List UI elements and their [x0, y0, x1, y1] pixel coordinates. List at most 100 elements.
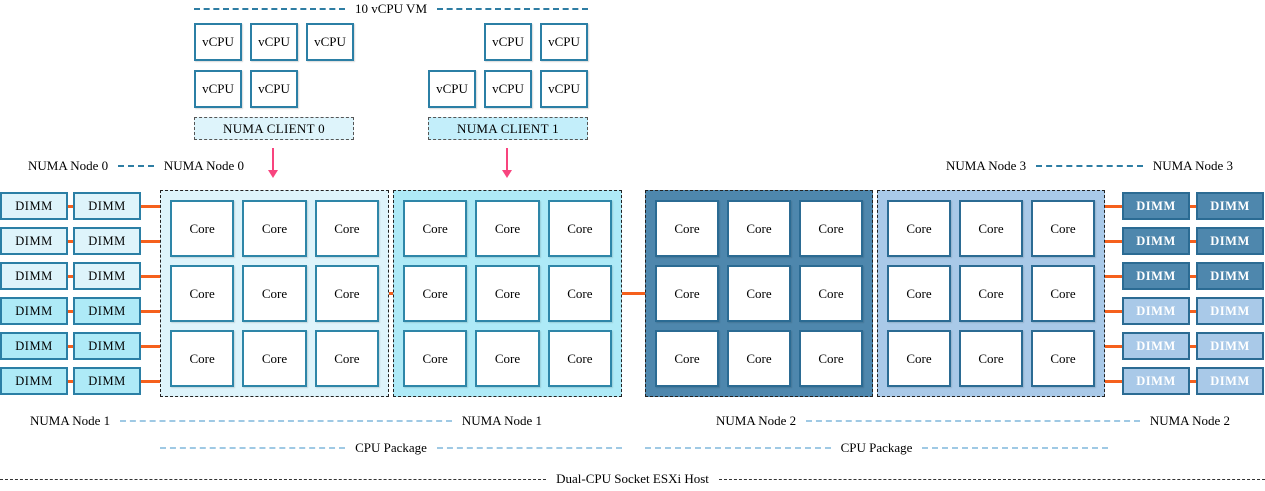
memory-channel-connector [1190, 379, 1196, 383]
numa-node-0-label: NUMA Node 0 [28, 158, 109, 173]
vcpu-box: vCPU [484, 23, 532, 61]
vcpu-box: vCPU [194, 70, 242, 108]
vcpu-box: vCPU [484, 70, 532, 108]
arrow-shaft [506, 148, 508, 170]
memory-channel-connector [68, 309, 73, 313]
numa-client-0-label: NUMA CLIENT 0 [194, 117, 354, 140]
dashed-line [806, 420, 1140, 422]
memory-channel-connector [1190, 309, 1196, 313]
memory-channel-connector [1105, 239, 1122, 243]
core-box: Core [170, 265, 235, 322]
cpu-package-left-footer: CPU Package [160, 440, 623, 456]
numa-node-1-label: NUMA Node 1 [30, 413, 111, 428]
memory-channel-connector [68, 344, 73, 348]
core-box: Core [242, 200, 307, 257]
numa-node-3-label: NUMA Node 3 [1152, 158, 1233, 173]
dimm-row: DIMM DIMM [0, 332, 161, 360]
core-box: Core [887, 200, 951, 257]
dashed-line [118, 165, 154, 167]
dimm-row: DIMM DIMM [0, 367, 161, 395]
dimm-module: DIMM [73, 367, 141, 395]
dimm-bank-right: DIMM DIMM DIMM DIMM DIMM DIMM DIMM DIMM … [1105, 192, 1264, 395]
core-box: Core [887, 330, 951, 387]
memory-channel-connector [141, 309, 161, 313]
dashed-line [718, 478, 1265, 480]
dashed-line [437, 8, 589, 10]
memory-channel-connector [141, 379, 161, 383]
cpu-package-label: CPU Package [355, 440, 427, 455]
vcpu-box: vCPU [250, 23, 298, 61]
memory-channel-connector [141, 344, 161, 348]
vm-header: 10 vCPU VM [194, 1, 589, 17]
placement-arrow-down-icon [502, 148, 512, 178]
core-box: Core [475, 330, 540, 387]
core-box: Core [959, 265, 1023, 322]
memory-channel-connector [68, 204, 73, 208]
core-box: Core [242, 330, 307, 387]
memory-channel-connector [1190, 239, 1196, 243]
dimm-module: DIMM [1196, 262, 1264, 290]
dashed-line [922, 447, 1109, 449]
dashed-line [160, 447, 346, 449]
dimm-module: DIMM [1122, 367, 1190, 395]
dimm-module: DIMM [1122, 192, 1190, 220]
dimm-module: DIMM [1196, 192, 1264, 220]
core-box: Core [547, 265, 612, 322]
memory-channel-connector [1190, 204, 1196, 208]
numa-node-3-core-group: Core Core Core Core Core Core Core Core … [877, 190, 1105, 397]
dimm-row: DIMM DIMM [1105, 192, 1264, 220]
dimm-module: DIMM [73, 332, 141, 360]
arrow-head [502, 170, 512, 178]
numa-node-1-label: NUMA Node 1 [461, 413, 542, 428]
memory-channel-connector [141, 239, 161, 243]
core-box: Core [655, 265, 719, 322]
dimm-row: DIMM DIMM [0, 227, 161, 255]
dimm-module: DIMM [73, 262, 141, 290]
core-box: Core [1031, 265, 1095, 322]
dimm-row: DIMM DIMM [1105, 227, 1264, 255]
core-box: Core [727, 330, 791, 387]
vcpu-box: vCPU [250, 70, 298, 108]
core-box: Core [799, 330, 863, 387]
core-box: Core [959, 200, 1023, 257]
vcpu-grid: vCPU vCPU vCPU vCPU vCPU [194, 23, 354, 108]
vcpu-box: vCPU [428, 70, 476, 108]
dashed-line [1036, 165, 1143, 167]
core-box: Core [170, 200, 235, 257]
numa-node-2-footer: NUMA Node 2 NUMA Node 2 [716, 413, 1230, 429]
numa-node-2-label: NUMA Node 2 [716, 413, 797, 428]
memory-channel-connector [141, 204, 161, 208]
dimm-row: DIMM DIMM [1105, 332, 1264, 360]
core-box: Core [403, 330, 468, 387]
esxi-host-label: Dual-CPU Socket ESXi Host [556, 471, 709, 486]
dimm-row: DIMM DIMM [1105, 297, 1264, 325]
dimm-module: DIMM [73, 297, 141, 325]
core-box: Core [547, 200, 612, 257]
placement-arrow-down-icon [268, 148, 278, 178]
numa-client-1-label: NUMA CLIENT 1 [428, 117, 588, 140]
dimm-module: DIMM [0, 227, 68, 255]
esxi-host-footer: Dual-CPU Socket ESXi Host [0, 471, 1265, 487]
dimm-module: DIMM [73, 192, 141, 220]
memory-channel-connector [141, 274, 161, 278]
intra-package-interconnect [389, 292, 393, 295]
cpu-package-label: CPU Package [840, 440, 913, 455]
memory-channel-connector [1190, 344, 1196, 348]
core-box: Core [1031, 330, 1095, 387]
core-box: Core [959, 330, 1023, 387]
numa-node-0-core-group: Core Core Core Core Core Core Core Core … [160, 190, 389, 397]
memory-channel-connector [1105, 274, 1122, 278]
core-box: Core [887, 265, 951, 322]
numa-client-0-group: vCPU vCPU vCPU vCPU vCPU NUMA CLIENT 0 [194, 23, 354, 140]
core-box: Core [1031, 200, 1095, 257]
dimm-row: DIMM DIMM [0, 192, 161, 220]
core-box: Core [403, 200, 468, 257]
core-box: Core [314, 200, 379, 257]
core-box: Core [799, 200, 863, 257]
memory-channel-connector [1190, 274, 1196, 278]
core-box: Core [547, 330, 612, 387]
numa-node-2-label: NUMA Node 2 [1149, 413, 1230, 428]
arrow-head [268, 170, 278, 178]
dimm-module: DIMM [73, 227, 141, 255]
